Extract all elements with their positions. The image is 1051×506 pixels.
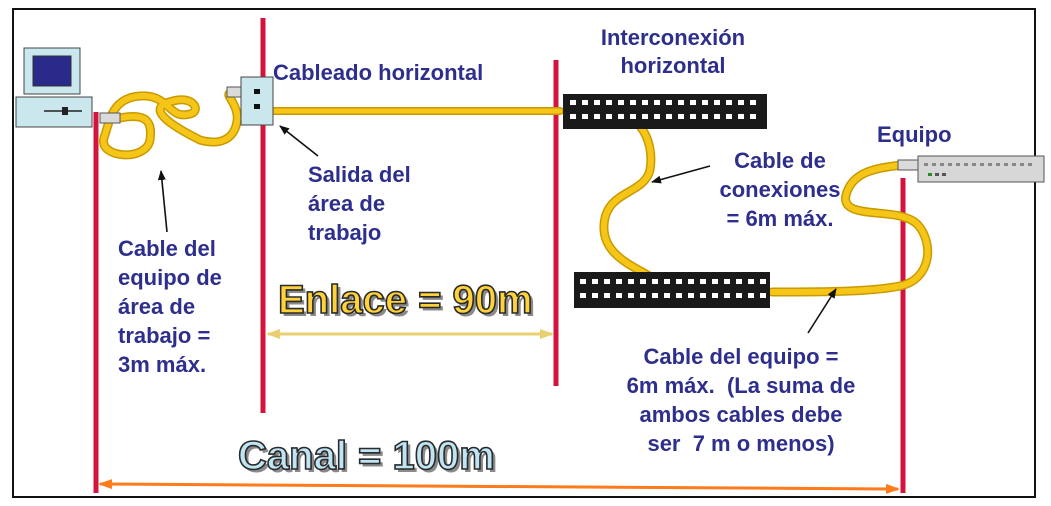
panel-port <box>654 114 660 119</box>
panel-port <box>604 293 610 298</box>
patch-panel-icon-bottom <box>574 272 770 308</box>
panel-port <box>630 100 636 105</box>
panel-port <box>712 293 718 298</box>
panel-port <box>592 293 598 298</box>
panel-port <box>714 114 720 119</box>
panel-port <box>654 100 660 105</box>
panel-port <box>700 279 706 284</box>
label-cable-conexiones: Cable de conexiones = 6m máx. <box>719 148 841 231</box>
computer-icon <box>15 47 93 128</box>
panel-port <box>760 293 766 298</box>
panel-port <box>604 279 610 284</box>
panel-port <box>582 100 588 105</box>
panel-port <box>750 114 756 119</box>
panel-port <box>664 279 670 284</box>
canal-measurement: Canal = 100m <box>237 433 495 479</box>
label-cable-equipo: Cable del equipo = 6m máx. (La suma de a… <box>626 344 856 456</box>
label-equipo: Equipo <box>877 122 952 147</box>
panel-port <box>678 114 684 119</box>
panel-port <box>592 279 598 284</box>
panel-port <box>724 293 730 298</box>
panel-port <box>726 100 732 105</box>
label-cable-area-trabajo: Cable del equipo de área de trabajo = 3m… <box>118 236 222 377</box>
panel-port <box>580 279 586 284</box>
panel-port <box>616 279 622 284</box>
panel-port <box>640 279 646 284</box>
wall-outlet-icon <box>240 76 274 126</box>
label-interconexion-horizontal: Interconexión horizontal <box>600 25 746 78</box>
panel-port <box>714 100 720 105</box>
panel-port <box>676 293 682 298</box>
panel-port <box>748 279 754 284</box>
enlace-measurement: Enlace = 90m <box>277 277 533 323</box>
panel-port <box>736 293 742 298</box>
panel-port <box>738 114 744 119</box>
panel-port <box>964 163 968 166</box>
panel-port <box>582 114 588 119</box>
panel-port <box>570 114 576 119</box>
panel-port <box>616 293 622 298</box>
panel-port <box>666 114 672 119</box>
panel-port <box>628 293 634 298</box>
panel-port <box>594 100 600 105</box>
panel-port <box>736 279 742 284</box>
canal-arrow <box>98 479 900 494</box>
label-cableado-horizontal: Cableado horizontal <box>273 60 484 85</box>
panel-port <box>690 114 696 119</box>
panel-port <box>1028 163 1032 166</box>
panel-port <box>688 293 694 298</box>
panel-port <box>606 114 612 119</box>
panel-port <box>760 279 766 284</box>
panel-port <box>940 163 944 166</box>
panel-port <box>1004 163 1008 166</box>
panel-port <box>580 293 586 298</box>
panel-port <box>1020 163 1024 166</box>
panel-port <box>956 163 960 166</box>
panel-port <box>618 100 624 105</box>
panel-port <box>664 293 670 298</box>
panel-port <box>628 279 634 284</box>
label-salida-area-trabajo: Salida del área de trabajo <box>308 162 411 245</box>
panel-port <box>676 279 682 284</box>
panel-port <box>570 100 576 105</box>
patch-panel-icon-top <box>563 94 767 129</box>
panel-port <box>980 163 984 166</box>
panel-port <box>726 114 732 119</box>
panel-port <box>640 293 646 298</box>
panel-port <box>652 279 658 284</box>
panel-port <box>642 114 648 119</box>
panel-port <box>630 114 636 119</box>
panel-port <box>712 279 718 284</box>
panel-port <box>1012 163 1016 166</box>
panel-port <box>948 163 952 166</box>
diagram-frame <box>12 8 1036 498</box>
panel-port <box>932 163 936 166</box>
panel-port <box>702 114 708 119</box>
panel-port <box>750 100 756 105</box>
panel-port <box>702 100 708 105</box>
network-equipment-icon <box>917 155 1045 183</box>
panel-port <box>748 293 754 298</box>
panel-port <box>652 293 658 298</box>
panel-port <box>618 114 624 119</box>
panel-port <box>690 100 696 105</box>
panel-port <box>642 100 648 105</box>
pointer-arrows <box>157 125 837 334</box>
panel-port <box>594 114 600 119</box>
panel-port <box>606 100 612 105</box>
panel-port <box>666 100 672 105</box>
panel-port <box>972 163 976 166</box>
panel-port <box>924 163 928 166</box>
panel-port <box>724 279 730 284</box>
panel-port <box>988 163 992 166</box>
panel-port <box>996 163 1000 166</box>
panel-port <box>700 293 706 298</box>
panel-port <box>688 279 694 284</box>
panel-port <box>678 100 684 105</box>
panel-port <box>738 100 744 105</box>
